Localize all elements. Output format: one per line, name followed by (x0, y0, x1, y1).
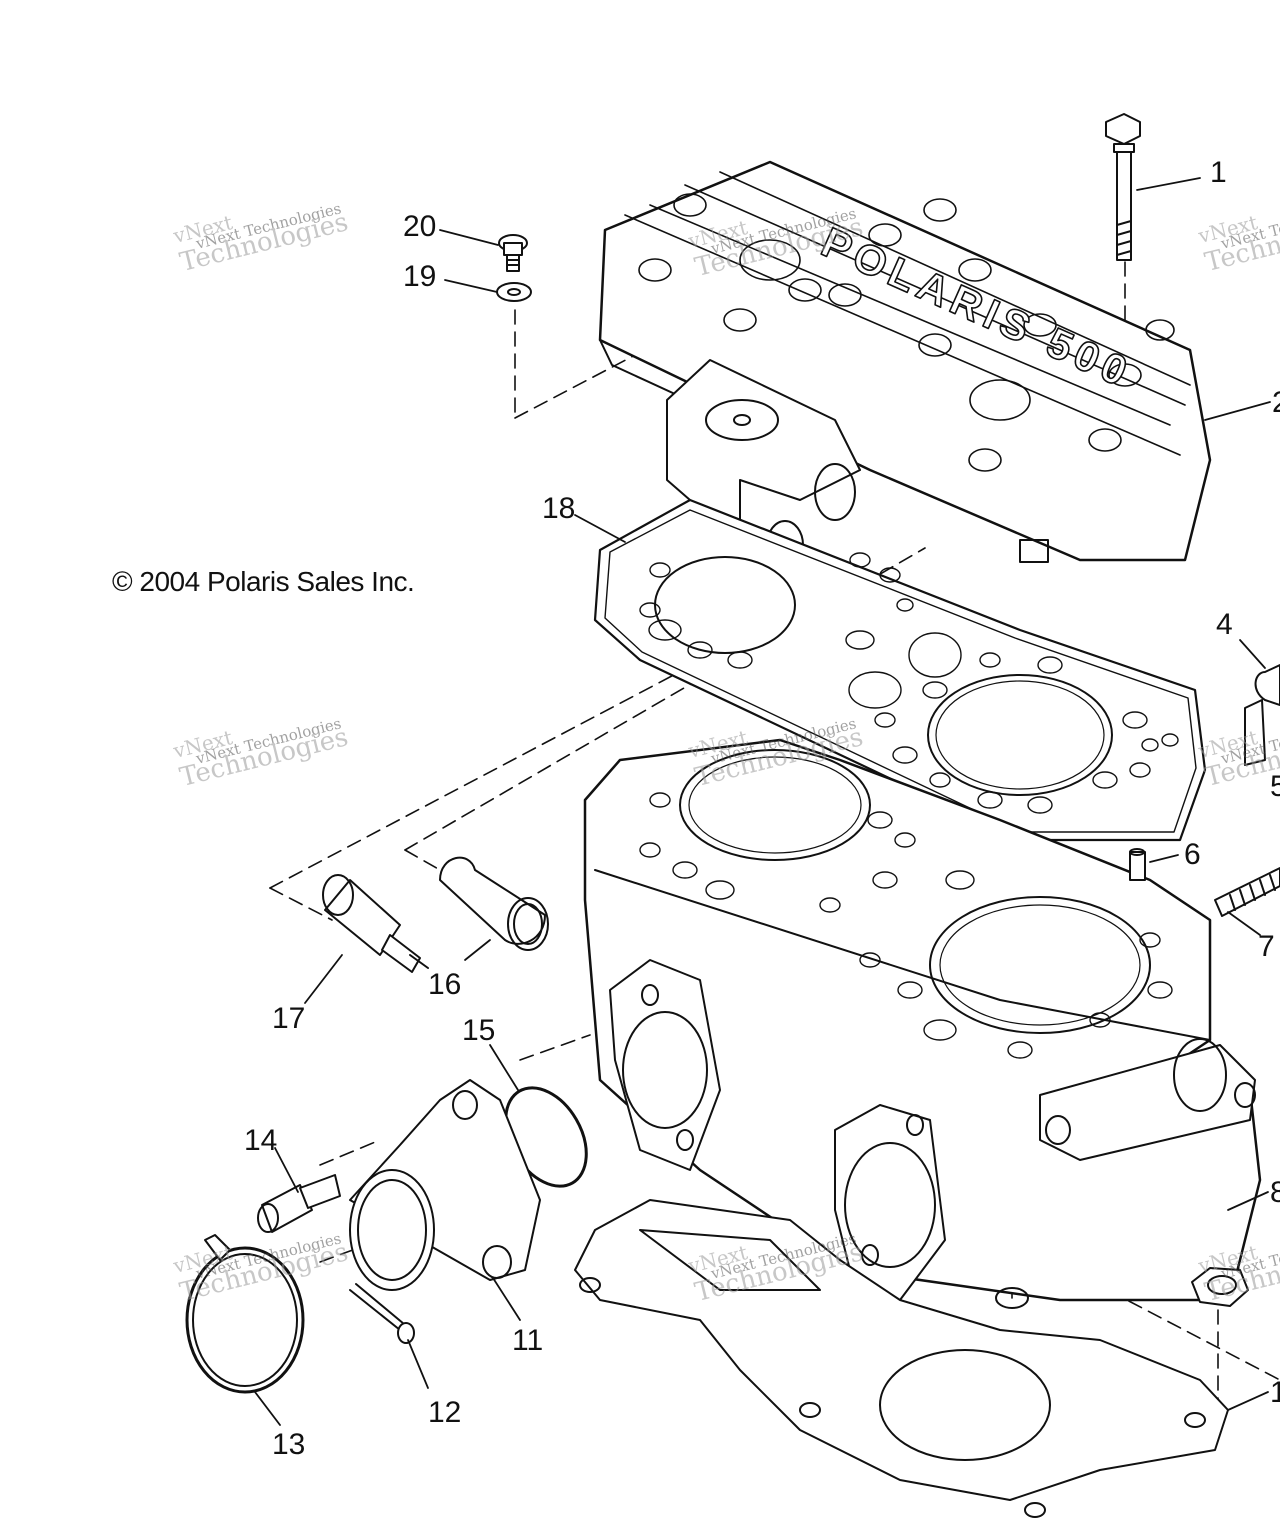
bolt-part-1 (1105, 113, 1141, 261)
callout-6: 6 (1184, 838, 1201, 871)
screw-part-12 (349, 1283, 415, 1344)
cylinder-block (583, 738, 1262, 1309)
nut-part (1191, 1267, 1249, 1307)
callout-15: 15 (462, 1014, 495, 1047)
callout-13: 13 (272, 1428, 305, 1461)
callout-1: 1 (1210, 156, 1227, 189)
intake-flange-part-11 (349, 1079, 541, 1291)
callout-10: 10 (1270, 1376, 1280, 1409)
callout-16: 16 (428, 968, 461, 1001)
callout-18: 18 (542, 492, 575, 525)
stud-part-7 (1214, 867, 1280, 917)
callout-numbers: 1 2 4 5 6 7 8 10 11 12 13 14 15 16 17 18… (244, 156, 1280, 1461)
callout-5: 5 (1270, 770, 1280, 803)
callout-20: 20 (403, 210, 436, 243)
head-gasket-part-18 (593, 498, 1207, 842)
callout-leader-lines (254, 177, 1271, 1426)
callout-14: 14 (244, 1124, 277, 1157)
dowel-pin-part-6 (1129, 848, 1146, 881)
callout-8: 8 (1270, 1176, 1280, 1209)
callout-12: 12 (428, 1396, 461, 1429)
callout-17: 17 (272, 1002, 305, 1035)
callout-2: 2 (1272, 386, 1280, 419)
washer-part-19 (496, 282, 532, 302)
bushing-part-16 (439, 856, 549, 951)
hose-clamp-part-13 (185, 1234, 305, 1394)
callout-7: 7 (1258, 930, 1275, 963)
copyright-notice: © 2004 Polaris Sales Inc. (112, 566, 415, 597)
fitting-part-4 (1244, 664, 1280, 766)
callout-4: 4 (1216, 608, 1233, 641)
bolt-part-14 (257, 1174, 341, 1233)
cylinder-head-cover (598, 160, 1212, 563)
sensor-part-17 (322, 874, 429, 973)
callout-19: 19 (403, 260, 436, 293)
callout-11: 11 (512, 1324, 543, 1357)
screw-part-20 (498, 234, 528, 272)
